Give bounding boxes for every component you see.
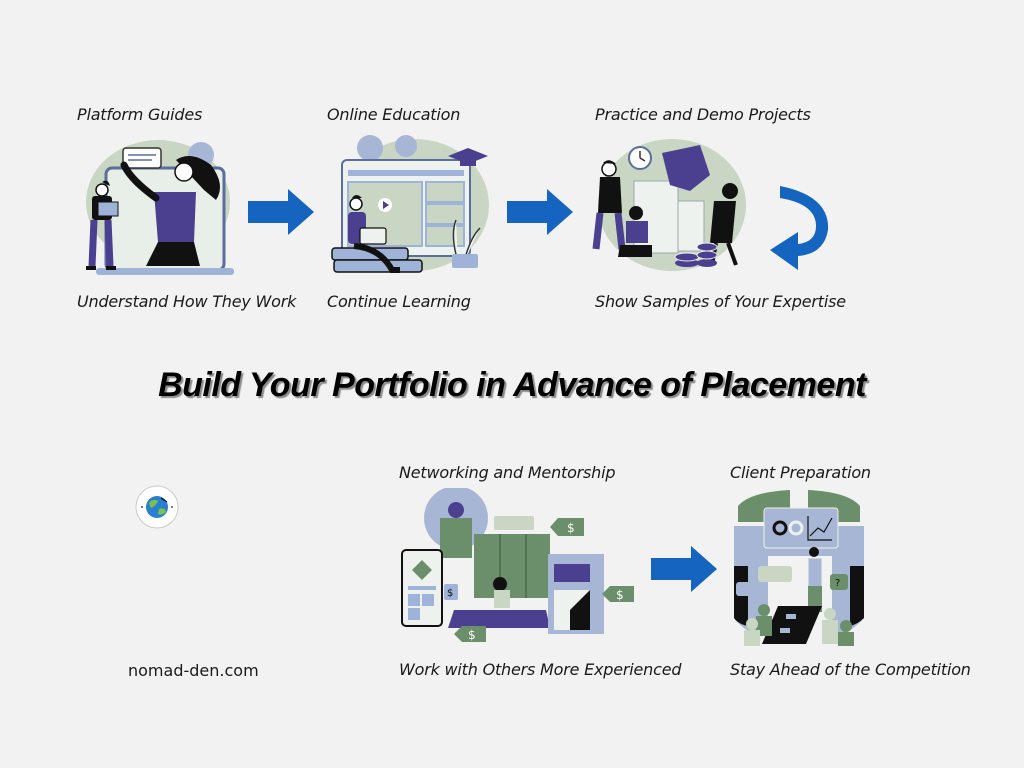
curved-return-arrow-icon [770, 186, 829, 270]
page-title: Build Your Portfolio in Advance of Place… [158, 366, 866, 404]
svg-text:$: $ [567, 521, 575, 535]
right-arrow-icon [507, 189, 573, 235]
step-3-subtitle: Show Samples of Your Expertise [595, 292, 846, 311]
globe-logo-icon [135, 485, 179, 529]
step-1-heading: Platform Guides [77, 105, 203, 124]
step-5-subtitle: Stay Ahead of the Competition [730, 660, 971, 679]
website-url[interactable]: nomad-den.com [128, 661, 259, 680]
right-arrow-icon [651, 546, 717, 592]
networking-illustration: $ $ $ $ [401, 488, 634, 642]
svg-text:$: $ [616, 588, 624, 602]
presentation-illustration: ? [734, 490, 864, 646]
video-call-illustration [86, 140, 234, 275]
step-2-subtitle: Continue Learning [327, 292, 471, 311]
step-4-heading: Networking and Mentorship [399, 463, 616, 482]
online-course-illustration [331, 135, 489, 273]
step-5-heading: Client Preparation [730, 463, 871, 482]
step-2-heading: Online Education [327, 105, 461, 124]
svg-text:$: $ [447, 588, 453, 599]
right-arrow-icon [248, 189, 314, 235]
svg-text:$: $ [468, 628, 476, 642]
svg-text:?: ? [835, 578, 840, 589]
step-3-heading: Practice and Demo Projects [595, 105, 811, 124]
step-1-subtitle: Understand How They Work [77, 292, 297, 311]
puzzle-team-illustration [592, 139, 746, 271]
step-4-subtitle: Work with Others More Experienced [399, 660, 682, 679]
